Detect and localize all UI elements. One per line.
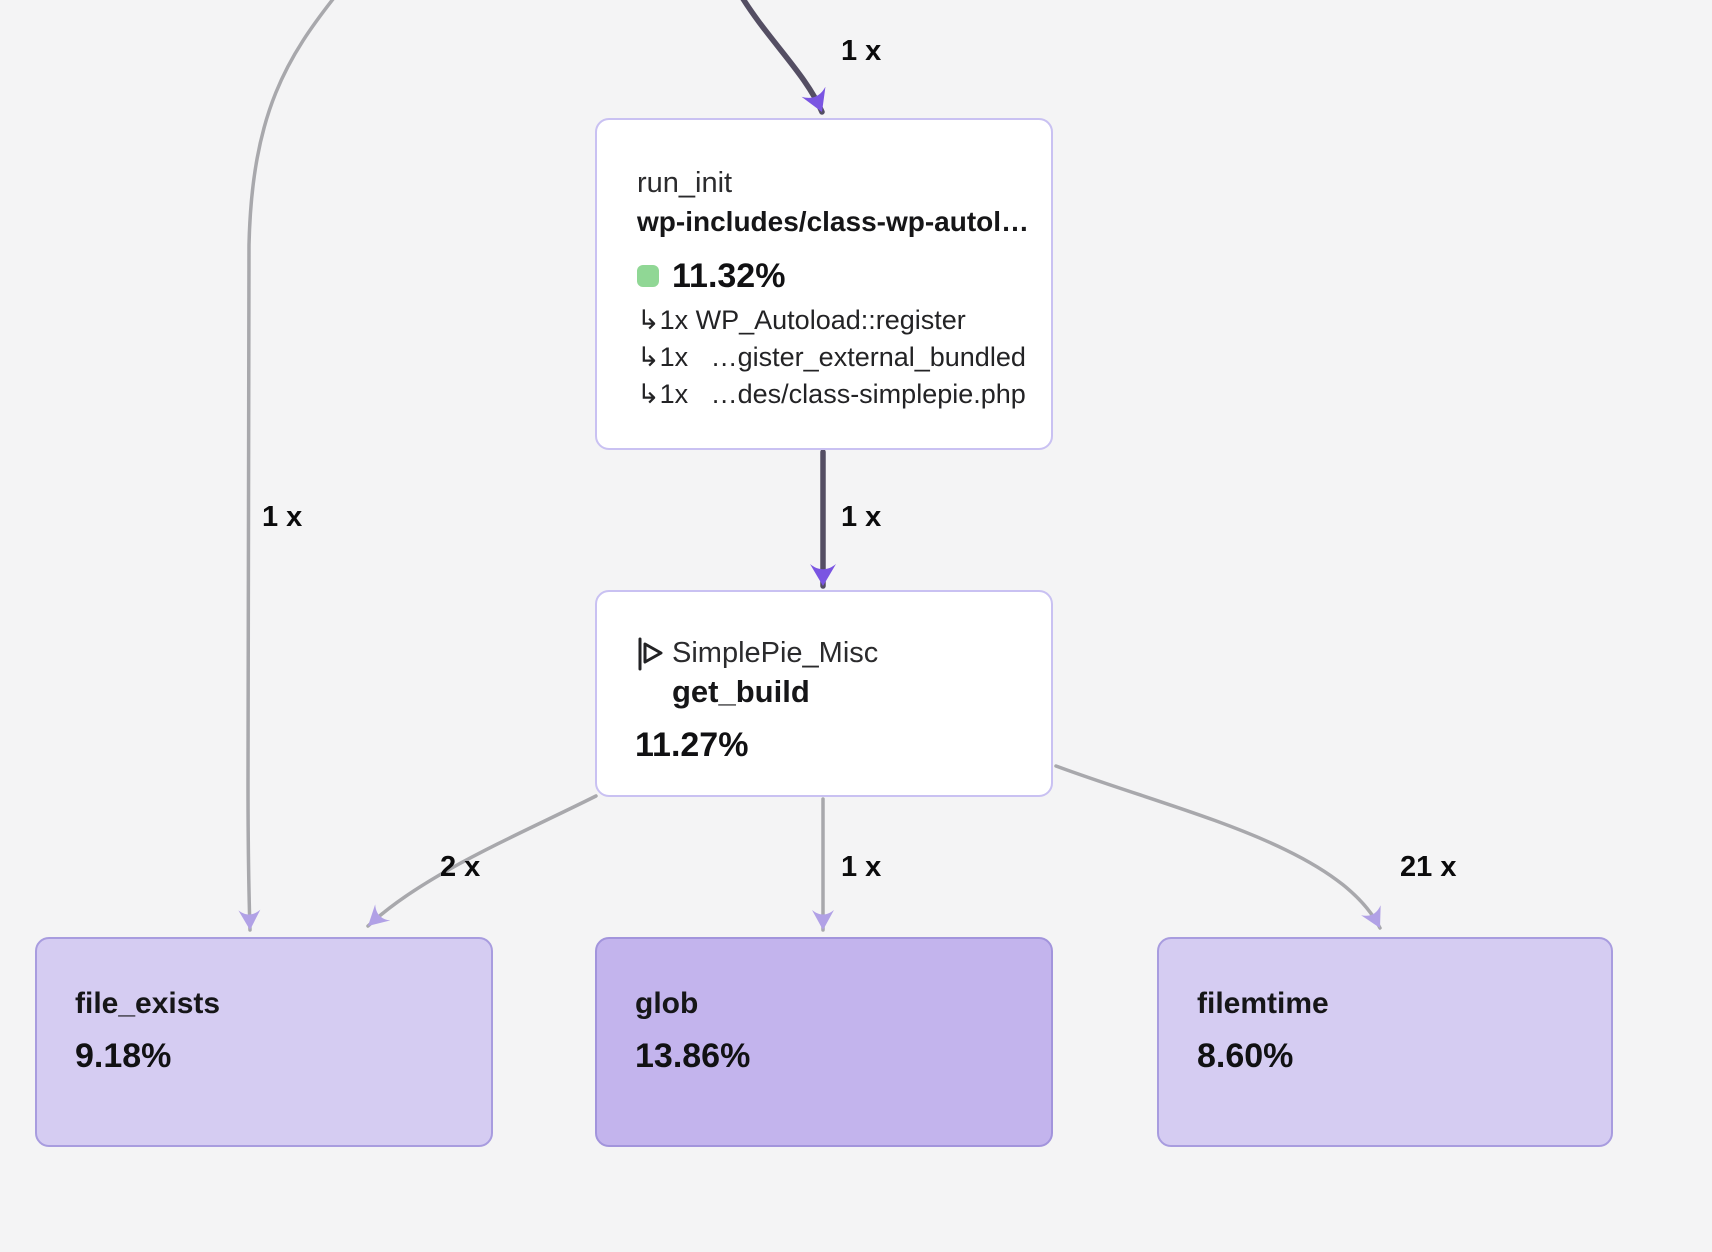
- flag-icon: [638, 637, 663, 670]
- callee-row: ↳1x …gister_external_bundled: [637, 342, 1026, 372]
- edge-label-into-file-exists-left: 1 x: [262, 501, 303, 533]
- percent-color-chip: [637, 265, 659, 287]
- node-get-build[interactable]: SimplePie_Misc get_build 11.27%: [595, 590, 1053, 797]
- node-filemtime[interactable]: filemtime 8.60%: [1157, 937, 1613, 1147]
- node-get-build-method: get_build: [672, 674, 810, 709]
- node-filemtime-percent: 8.60%: [1197, 1037, 1294, 1075]
- node-file-exists-percent: 9.18%: [75, 1037, 172, 1075]
- node-run-init-percent: 11.32%: [672, 257, 786, 295]
- node-run-init[interactable]: run_init wp-includes/class-wp-autol… 11.…: [595, 118, 1053, 450]
- node-file-exists-function: file_exists: [75, 987, 221, 1020]
- edge-into-file-exists-left: [238, 0, 335, 932]
- edge-get-build-to-filemtime: [1054, 764, 1382, 930]
- node-glob-function: glob: [635, 987, 699, 1020]
- node-get-build-class-row: SimplePie_Misc: [635, 634, 1045, 673]
- node-run-init-function: run_init: [637, 167, 733, 199]
- edge-label-get-build-to-glob: 1 x: [841, 851, 882, 883]
- edge-label-run-init-to-get-build: 1 x: [841, 501, 882, 533]
- edge-label-into-run-init: 1 x: [841, 35, 882, 67]
- edge-label-get-build-to-filemtime: 21 x: [1400, 851, 1457, 883]
- edge-into-run-init: [740, 0, 826, 115]
- node-run-init-callee-list: ↳1x WP_Autoload::register ↳1x …gister_ex…: [637, 302, 1045, 413]
- node-get-build-class: SimplePie_Misc: [672, 637, 879, 669]
- node-glob[interactable]: glob 13.86%: [595, 937, 1053, 1147]
- node-run-init-file: wp-includes/class-wp-autol…: [637, 206, 1030, 237]
- node-glob-percent: 13.86%: [635, 1037, 751, 1075]
- node-filemtime-function: filemtime: [1197, 987, 1329, 1020]
- node-run-init-percent-row: 11.32%: [637, 256, 1045, 296]
- node-get-build-percent: 11.27%: [635, 726, 749, 764]
- callee-row: ↳1x WP_Autoload::register: [637, 305, 966, 335]
- edge-label-get-build-to-file-exists: 2 x: [440, 851, 481, 883]
- node-file-exists[interactable]: file_exists 9.18%: [35, 937, 493, 1147]
- callee-row: ↳1x …des/class-simplepie.php: [637, 379, 1026, 409]
- edge-get-build-to-file-exists: [366, 794, 598, 928]
